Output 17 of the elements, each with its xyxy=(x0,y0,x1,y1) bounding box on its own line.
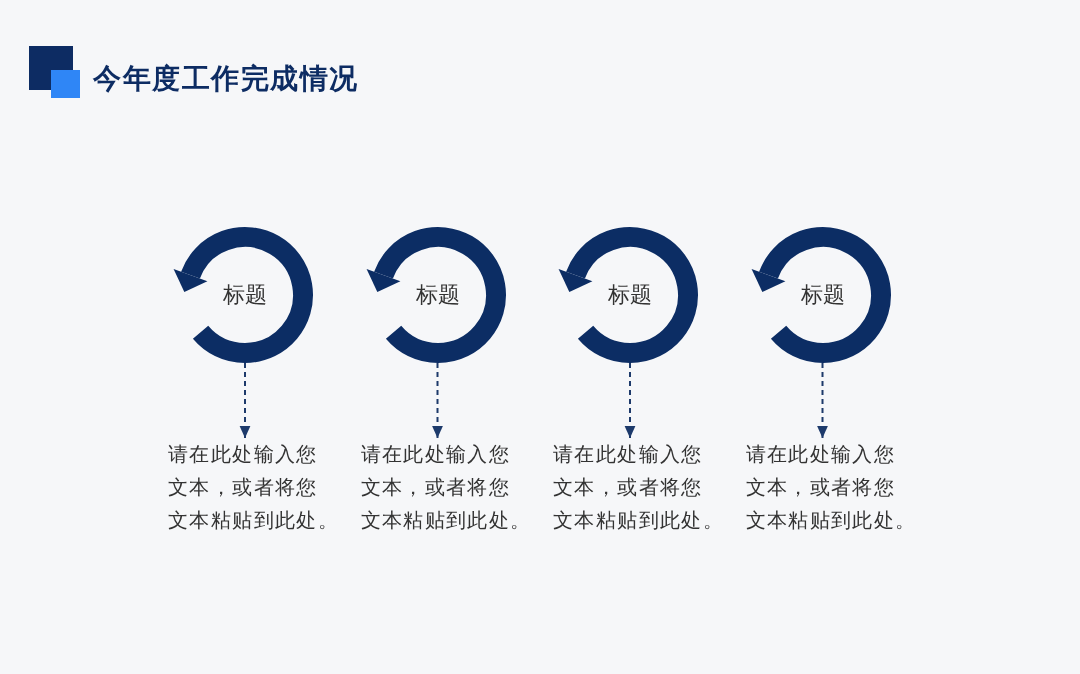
dashed-arrow xyxy=(239,362,251,439)
page-title: 今年度工作完成情况 xyxy=(93,61,359,97)
step-title: 标题 xyxy=(415,281,460,309)
circular-arrow xyxy=(173,227,313,363)
step-title: 标题 xyxy=(800,281,845,309)
circular-arrow xyxy=(558,227,698,363)
description-text: 请在此处输入您文本，或者将您文本粘贴到此处。 xyxy=(745,438,918,537)
dashed-arrow xyxy=(624,362,636,439)
circular-arrow xyxy=(750,227,891,363)
description-text: 请在此处输入您文本，或者将您文本粘贴到此处。 xyxy=(360,438,533,537)
circular-arrow xyxy=(365,227,506,363)
dashed-arrow xyxy=(817,362,828,439)
step-title: 标题 xyxy=(608,281,652,309)
step-title: 标题 xyxy=(223,281,267,309)
dashed-arrow xyxy=(432,362,443,439)
description-text: 请在此处输入您文本，或者将您文本粘贴到此处。 xyxy=(168,438,341,537)
description-text: 请在此处输入您文本，或者将您文本粘贴到此处。 xyxy=(553,438,726,537)
